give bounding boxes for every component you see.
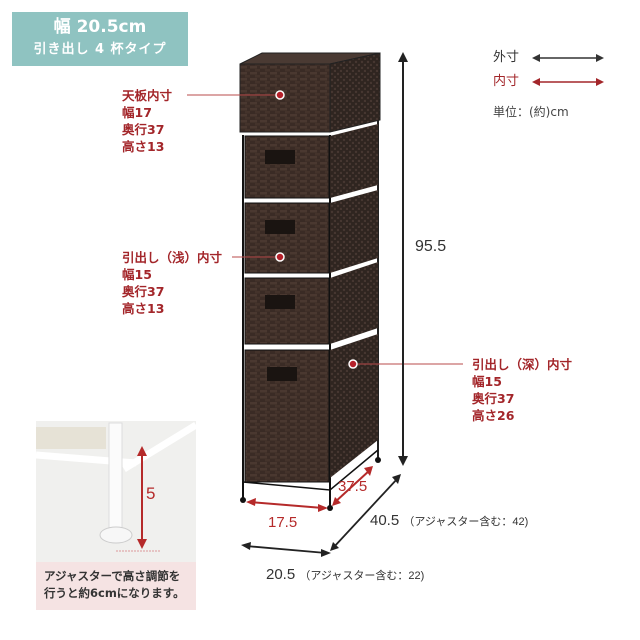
adjuster-caption: アジャスターで高さ調節を 行うと約6cmになります。 (36, 562, 196, 610)
deep-drawer-title: 引出し（深）内寸 (472, 357, 573, 372)
outer-depth-note: （アジャスター含む：42) (403, 516, 529, 528)
adjuster-caption-line1: アジャスターで高さ調節を (44, 569, 181, 583)
drawer-4 (244, 334, 378, 483)
top-board-depth: 奥行37 (122, 122, 165, 137)
adjuster-caption-line2: 行うと約6cmになります。 (44, 586, 185, 600)
deep-drawer-width: 幅15 (472, 374, 502, 389)
deep-drawer-height: 高さ26 (472, 408, 515, 423)
top-board-callout: 天板内寸 幅17 奥行37 高さ13 (122, 87, 172, 155)
outer-width-dimension: 20.5 （アジャスター含む：22) (266, 566, 424, 583)
shallow-drawer-depth: 奥行37 (122, 284, 165, 299)
deep-drawer-callout: 引出し（深）内寸 幅15 奥行37 高さ26 (472, 356, 572, 424)
deep-drawer-depth: 奥行37 (472, 391, 515, 406)
inner-depth-dimension: 37.5 (338, 478, 368, 495)
top-board-height: 高さ13 (122, 139, 165, 154)
shallow-drawer-callout: 引出し（浅）内寸 幅15 奥行37 高さ13 (122, 249, 222, 317)
outer-depth-value: 40.5 (370, 512, 400, 529)
legend-outer-label: 外寸 (493, 50, 520, 65)
title-badge: 幅 20.5cm 引き出し 4 杯タイプ (12, 12, 188, 66)
adjuster-leg-illustration (35, 422, 198, 552)
adjuster-height-value: 5 (146, 484, 156, 503)
drawer-type-title: 引き出し 4 杯タイプ (33, 42, 167, 57)
drawer-3 (244, 262, 378, 345)
top-board-title: 天板内寸 (122, 88, 173, 103)
drawer-1 (244, 124, 378, 199)
outer-depth-dimension: 40.5 （アジャスター含む：42) (370, 512, 528, 529)
inner-width-dimension: 17.5 (268, 514, 298, 531)
shallow-drawer-height: 高さ13 (122, 301, 165, 316)
inner-dimension-arrow-icon (532, 78, 604, 86)
height-dimension: 95.5 (415, 238, 447, 255)
legend-inner-label: 内寸 (493, 74, 520, 89)
unit-label: 単位：(約)cm (493, 105, 569, 119)
width-title: 幅 20.5cm (53, 17, 147, 37)
outer-width-note: （アジャスター含む：22) (299, 570, 425, 582)
outer-dimension-arrow-icon (532, 54, 604, 62)
shallow-drawer-width: 幅15 (122, 267, 152, 282)
top-board-width: 幅17 (122, 105, 152, 120)
outer-width-value: 20.5 (266, 566, 296, 583)
shallow-drawer-title: 引出し（浅）内寸 (122, 250, 223, 265)
drawer-2 (244, 190, 378, 274)
